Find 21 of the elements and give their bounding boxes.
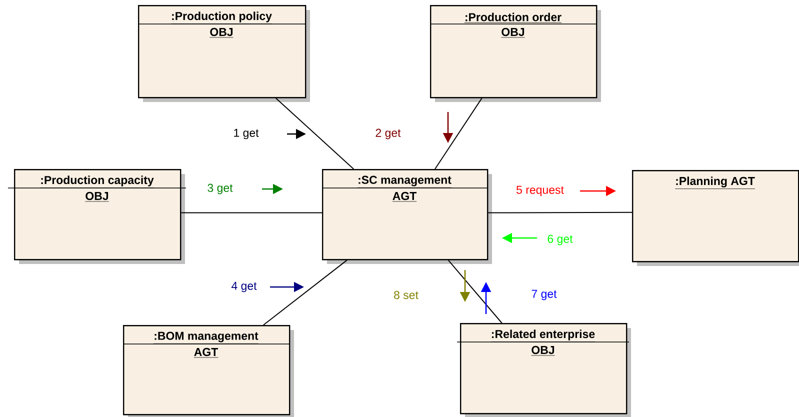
object-box: :Related enterprise OBJ <box>456 323 632 417</box>
message-label: 3 get <box>208 184 233 194</box>
message-label: 1 get <box>234 128 259 140</box>
object-box: :BOM management AGT <box>122 325 294 417</box>
object-box: :Planning AGT <box>632 170 799 266</box>
message-label: 2 get <box>376 128 401 140</box>
link-line <box>448 260 502 324</box>
object-box: :Production capacity OBJ <box>8 169 186 264</box>
message-label: 5 request <box>516 186 564 196</box>
link-line <box>275 98 354 170</box>
message-label: 7 get <box>532 290 557 300</box>
link-line <box>262 260 348 326</box>
link-line <box>434 98 482 170</box>
message-label: 4 get <box>231 282 257 292</box>
object-box: :SC management AGT <box>322 169 492 264</box>
link-line <box>180 212 322 214</box>
message-label: 6 get <box>548 234 573 246</box>
link-line <box>488 212 633 214</box>
object-box: :Production order OBJ <box>430 5 601 102</box>
object-box: :Production policy OBJ <box>138 5 310 102</box>
message-label: 8 set <box>394 290 418 300</box>
